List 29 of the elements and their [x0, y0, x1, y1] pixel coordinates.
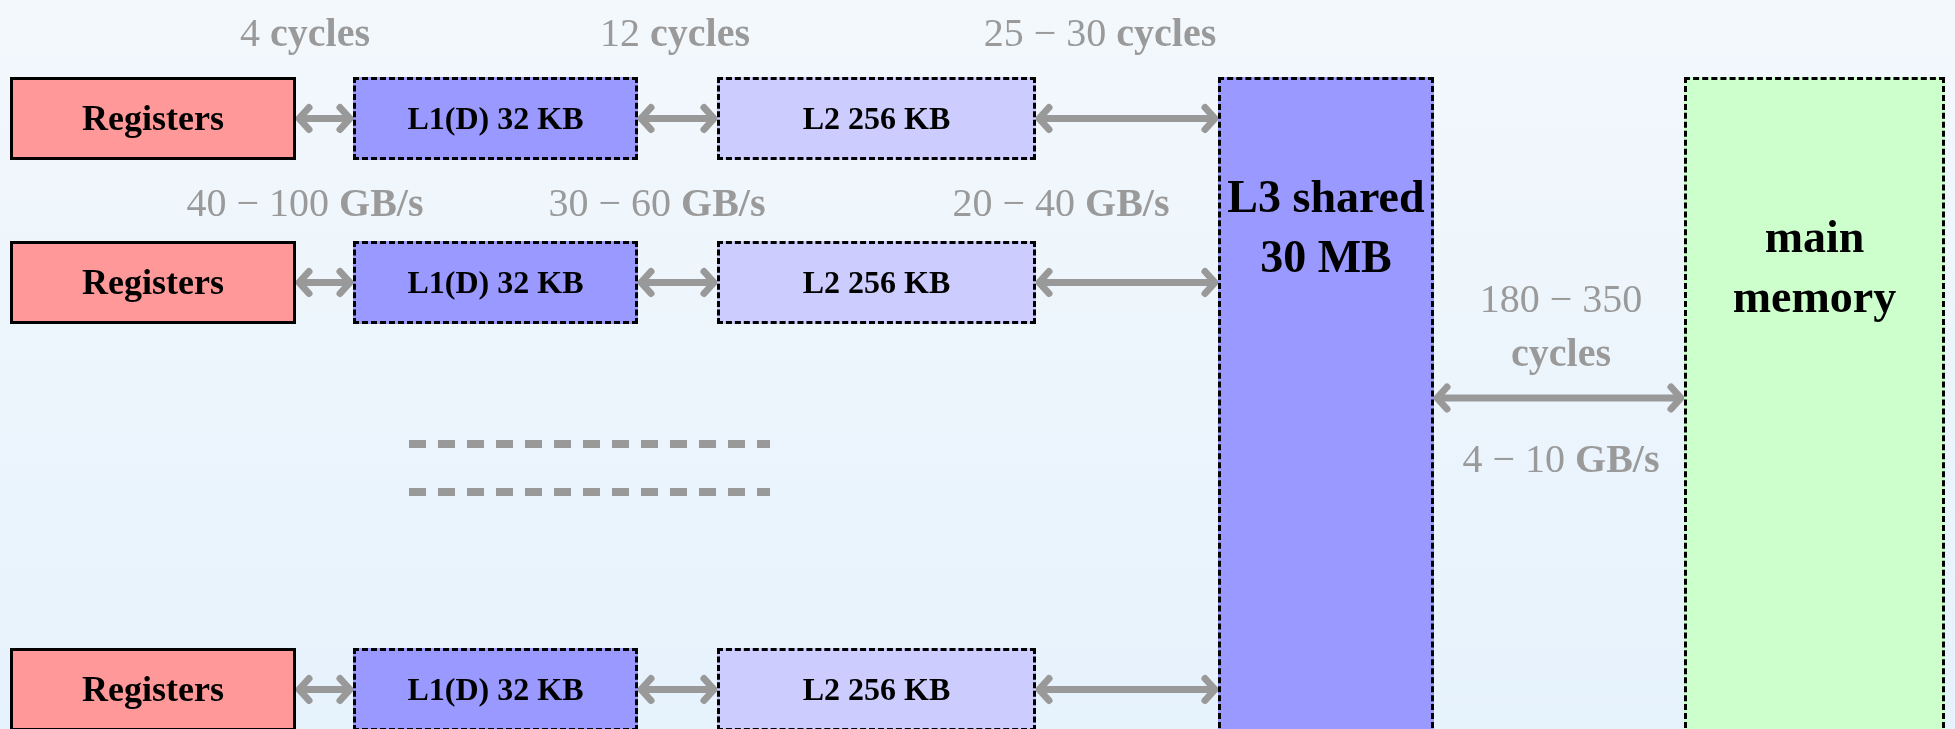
latency-label: 20 − 40 GB/s	[952, 179, 1170, 227]
l2-cache-box: L2 256 KB	[717, 77, 1036, 160]
double-arrow	[1035, 675, 1219, 704]
double-arrow	[295, 104, 354, 133]
latency-label: 180 − 350 cycles	[1478, 275, 1644, 377]
latency-label: 25 − 30 cycles	[983, 9, 1217, 57]
l2-cache-box: L2 256 KB	[717, 241, 1036, 324]
l1-cache-box: L1(D) 32 KB	[353, 648, 638, 729]
l1-cache-box: L1(D) 32 KB	[353, 241, 638, 324]
main-memory-box: main memory	[1684, 77, 1945, 729]
double-arrow	[295, 268, 354, 297]
double-arrow	[295, 675, 354, 704]
l3-cache-box: L3 shared 30 MB	[1218, 77, 1434, 729]
double-arrow	[1035, 104, 1219, 133]
latency-label: 12 cycles	[600, 9, 750, 57]
l2-cache-box: L2 256 KB	[717, 648, 1036, 729]
double-arrow	[637, 675, 718, 704]
register-box: Registers	[10, 77, 296, 160]
double-arrow	[637, 268, 718, 297]
double-arrow	[1433, 383, 1685, 413]
latency-label: 40 − 100 GB/s	[186, 179, 424, 227]
latency-label: 4 cycles	[240, 9, 370, 57]
register-box: Registers	[10, 648, 296, 729]
register-box: Registers	[10, 241, 296, 324]
double-arrow	[637, 104, 718, 133]
latency-label: 30 − 60 GB/s	[548, 179, 766, 227]
double-arrow	[1035, 268, 1219, 297]
latency-label: 4 − 10 GB/s	[1461, 435, 1661, 483]
l1-cache-box: L1(D) 32 KB	[353, 77, 638, 160]
